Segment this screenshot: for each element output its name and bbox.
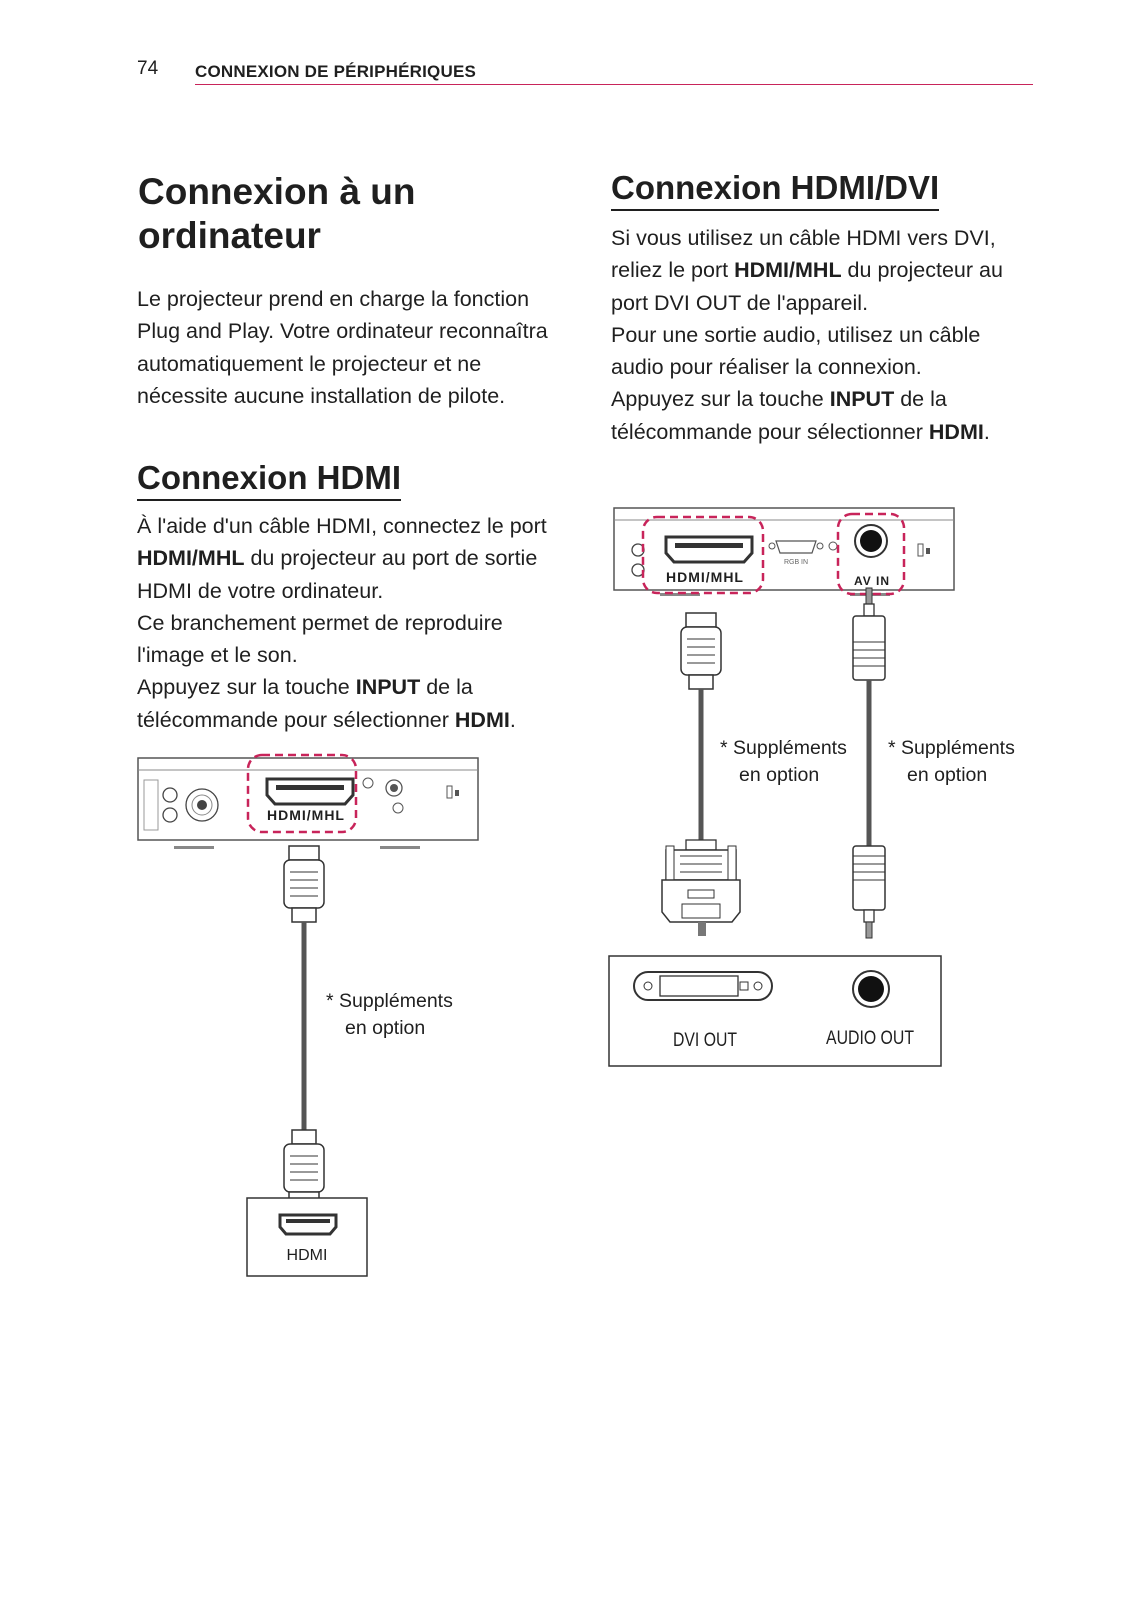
hdmi-step-2: Ce branchement permet de reproduire l'im… bbox=[137, 610, 503, 668]
hdmi-port-highlight bbox=[641, 515, 765, 595]
hdmi-step-3: Appuyez sur la touche INPUT de la téléco… bbox=[137, 675, 516, 732]
hdmi-step-1: À l'aide d'un câble HDMI, connectez le p… bbox=[137, 514, 547, 603]
hdmi-connection-diagram: HDMI/MHL HDMI bbox=[137, 753, 479, 1277]
hdmi-port-icon bbox=[265, 777, 355, 806]
audio-out-port-icon bbox=[852, 970, 890, 1008]
hdmi-cable bbox=[283, 845, 325, 1207]
av-port-highlight bbox=[836, 512, 906, 596]
note-line: en option bbox=[739, 764, 820, 786]
hdmi-dvi-step-2: Pour une sortie audio, utilisez un câble… bbox=[611, 322, 981, 380]
hdmi-instructions: À l'aide d'un câble HDMI, connectez le p… bbox=[137, 510, 557, 736]
av-in-port-icon bbox=[854, 524, 888, 558]
hdmi-cable-note: * Suppléments en option bbox=[326, 988, 453, 1042]
audio-cable bbox=[852, 587, 886, 939]
note-line: * Suppléments bbox=[888, 737, 1015, 759]
port-highlight bbox=[246, 753, 358, 834]
hdmi-to-dvi-cable bbox=[661, 612, 741, 936]
note-line: * Suppléments bbox=[326, 990, 453, 1012]
dvi-out-label: DVI OUT bbox=[673, 1030, 737, 1051]
power-button-icon bbox=[162, 787, 178, 823]
device-output-panel bbox=[608, 955, 942, 1067]
page-title: Connexion à un ordinateur bbox=[138, 171, 416, 256]
hdmi-port-label: HDMI/MHL bbox=[267, 807, 345, 823]
hdmi-dvi-step-3: Appuyez sur la touche INPUT de la téléco… bbox=[611, 387, 990, 444]
note-line: * Suppléments bbox=[720, 737, 847, 759]
projector-rear-panel: RGB IN bbox=[613, 507, 955, 596]
hdmi-dvi-section-title: Connexion HDMI/DVI bbox=[611, 168, 940, 211]
rgb-port-icon bbox=[768, 540, 824, 554]
dvi-out-port-icon bbox=[633, 971, 773, 1001]
hdmi-dvi-step-1: Si vous utilisez un câble HDMI vers DVI,… bbox=[611, 226, 1003, 315]
hdmi-dvi-connection-diagram: RGB IN HDMI/MHL AV IN bbox=[608, 507, 955, 1067]
note-line: en option bbox=[345, 1017, 426, 1039]
control-dial-icon bbox=[185, 788, 219, 822]
hdmi-dvi-instructions: Si vous utilisez un câble HDMI vers DVI,… bbox=[611, 222, 1031, 448]
hdmi-dvi-cable-note: * Suppléments en option bbox=[720, 735, 847, 789]
hdmi-port-label: HDMI/MHL bbox=[666, 569, 744, 585]
page-number: 74 bbox=[137, 58, 159, 79]
audio-out-label: AUDIO OUT bbox=[826, 1028, 914, 1049]
hdmi-section-title: Connexion HDMI bbox=[137, 458, 401, 501]
intro-paragraph: Le projecteur prend en charge la fonctio… bbox=[137, 287, 548, 408]
projector-rear-panel bbox=[137, 753, 479, 849]
header-rule bbox=[195, 84, 1033, 85]
hdmi-port-icon bbox=[664, 535, 754, 564]
audio-cable-note: * Suppléments en option bbox=[888, 735, 1015, 789]
av-in-label: AV IN bbox=[854, 574, 890, 588]
computer-hdmi-port bbox=[246, 1197, 368, 1277]
section-header: CONNEXION DE PÉRIPHÉRIQUES bbox=[195, 62, 477, 81]
computer-hdmi-label: HDMI bbox=[287, 1247, 328, 1264]
note-line: en option bbox=[907, 764, 988, 786]
rgb-in-label: RGB IN bbox=[784, 559, 808, 566]
